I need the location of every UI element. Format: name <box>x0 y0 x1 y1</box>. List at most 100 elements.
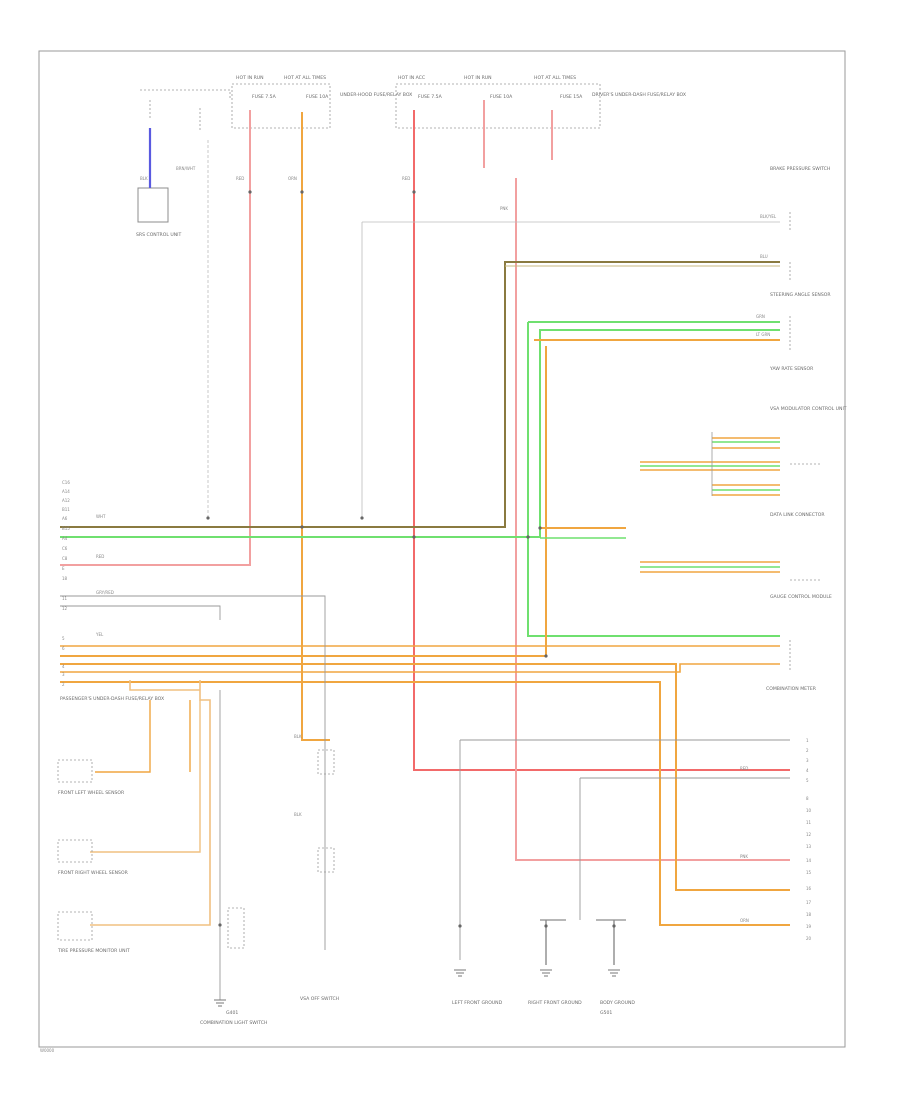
label-vsa-modulator: VSA MODULATOR CONTROL UNIT <box>770 406 847 412</box>
svg-text:4: 4 <box>806 768 809 773</box>
label-body-ground: BODY GROUND <box>600 1000 635 1006</box>
mid-switch-1 <box>317 749 335 775</box>
tag-blk-2: BLK <box>294 734 302 739</box>
wire-green-3 <box>527 322 780 637</box>
label-combination-meter: COMBINATION METER <box>766 686 817 692</box>
tag-red: RED <box>236 176 244 181</box>
label-fuse-panel-1: UNDER-HOOD FUSE/RELAY BOX <box>340 92 412 98</box>
tag-pnk-2: PNK <box>740 854 748 859</box>
ground-icon-1 <box>214 999 226 1007</box>
svg-text:6: 6 <box>62 646 65 651</box>
wire-orange-left <box>95 700 191 773</box>
label-steering-angle-sensor: STEERING ANGLE SENSOR <box>770 292 831 298</box>
svg-text:11: 11 <box>62 596 68 601</box>
label-fuse-b: FUSE 10A <box>306 94 329 100</box>
label-srs-control-unit: SRS CONTROL UNIT <box>136 232 182 238</box>
label-fuse-panel-2: DRIVER'S UNDER-DASH FUSE/RELAY BOX <box>592 92 686 98</box>
label-ground-1: G401 <box>226 1010 238 1016</box>
svg-text:12: 12 <box>62 606 68 611</box>
label-brake-pressure-switch: BRAKE PRESSURE SWITCH <box>770 166 830 172</box>
tag-brn-wht: BRN/WHT <box>176 166 196 171</box>
label-hot-5: HOT AT ALL TIMES <box>534 75 576 81</box>
tag-lt-grn: LT GRN <box>756 332 770 337</box>
tag-blk-yel: BLK/YEL <box>760 214 777 219</box>
svg-text:C16: C16 <box>62 480 70 485</box>
wire-pink-1 <box>60 110 251 566</box>
tag-orn: ORN <box>288 176 297 181</box>
front-right-sensor-box <box>57 839 93 863</box>
label-fuse-e: FUSE 15A <box>560 94 583 100</box>
wire-orange-1 <box>301 112 330 741</box>
tag-pnk: PNK <box>500 206 508 211</box>
fuse-box-1 <box>231 83 331 129</box>
label-passenger-fuse-box: PASSENGER'S UNDER-DASH FUSE/RELAY BOX <box>60 696 164 702</box>
tag-orn-2: ORN <box>740 918 749 923</box>
wires <box>60 100 790 1000</box>
wire-orange-branches <box>640 437 780 496</box>
tire-pressure-box <box>57 911 93 941</box>
ground-symbols <box>214 969 620 1007</box>
label-vsa-off-switch: VSA OFF SWITCH <box>300 996 339 1002</box>
label-front-right-sensor: FRONT RIGHT WHEEL SENSOR <box>58 870 129 876</box>
wire-red-long <box>413 110 790 771</box>
left-components: PASSENGER'S UNDER-DASH FUSE/RELAY BOX FR… <box>57 696 164 954</box>
svg-text:A14: A14 <box>62 489 70 494</box>
wire-green-1 <box>60 329 780 538</box>
label-ground-2: G501 <box>600 1010 612 1016</box>
connector-dots <box>206 190 616 928</box>
svg-text:19: 19 <box>806 924 812 929</box>
svg-text:2: 2 <box>62 682 65 687</box>
label-right-front-ground: RIGHT FRONT GROUND <box>528 1000 582 1006</box>
ground-icon-4 <box>608 969 620 977</box>
tag-wht: WHT <box>96 514 106 519</box>
svg-text:15: 15 <box>806 870 812 875</box>
tag-blk: BLK <box>140 176 148 181</box>
wire-olive-bus <box>60 261 780 528</box>
label-gauge-control-module: GAUGE CONTROL MODULE <box>770 594 832 600</box>
svg-text:5: 5 <box>806 778 809 783</box>
svg-text:18: 18 <box>62 576 68 581</box>
wire-gray-6 <box>545 920 615 965</box>
tag-red-3: RED <box>96 554 104 559</box>
svg-text:5: 5 <box>62 636 65 641</box>
label-hot-3: HOT IN ACC <box>398 75 425 81</box>
tag-blu: BLU <box>760 254 768 259</box>
right-component-labels: BRAKE PRESSURE SWITCH STEERING ANGLE SEN… <box>766 166 847 692</box>
wire-tan-2 <box>90 700 201 853</box>
label-left-front-ground: LEFT FRONT GROUND <box>452 1000 503 1006</box>
label-fuse-a: FUSE 7.5A <box>252 94 277 100</box>
wire-gray-2 <box>60 605 221 620</box>
wire-gray-5 <box>579 777 790 920</box>
right-pin-labels: 1 2 3 4 5 8 10 11 12 13 14 15 16 17 18 1… <box>806 738 812 941</box>
page-id: W0000 <box>40 1048 55 1053</box>
svg-text:17: 17 <box>806 900 812 905</box>
svg-text:B11: B11 <box>62 507 70 512</box>
svg-text:C6: C6 <box>62 546 68 551</box>
wire-orange-branches-2 <box>640 561 780 573</box>
svg-text:B15: B15 <box>62 526 70 531</box>
top-fuse-headers: HOT IN RUN HOT AT ALL TIMES HOT IN ACC H… <box>236 75 686 100</box>
svg-text:A4: A4 <box>62 536 68 541</box>
wire-orange-8 <box>60 681 790 926</box>
svg-text:E: E <box>62 566 65 571</box>
label-hot-4: HOT IN RUN <box>464 75 492 81</box>
tag-red-4: RED <box>740 766 748 771</box>
svg-text:3: 3 <box>806 758 809 763</box>
fuse-box-2 <box>395 83 601 129</box>
wire-pink-long <box>515 178 790 861</box>
left-pin-labels: C16 A14 A12 B11 A6 B15 A4 C6 C8 E 18 11 … <box>62 480 70 687</box>
srs-control-unit-box <box>137 187 169 223</box>
svg-text:11: 11 <box>806 820 812 825</box>
wire-green-branches <box>640 441 780 491</box>
label-yaw-rate-sensor: YAW RATE SENSOR <box>769 366 814 372</box>
ground-icon-2 <box>454 969 466 977</box>
svg-text:A6: A6 <box>62 516 68 521</box>
label-fuse-d: FUSE 10A <box>490 94 513 100</box>
tag-grn: GRN <box>756 314 765 319</box>
label-fuse-c: FUSE 7.5A <box>418 94 443 100</box>
svg-text:14: 14 <box>806 858 812 863</box>
tag-red-2: RED <box>402 176 410 181</box>
mid-switch-2 <box>317 847 335 873</box>
